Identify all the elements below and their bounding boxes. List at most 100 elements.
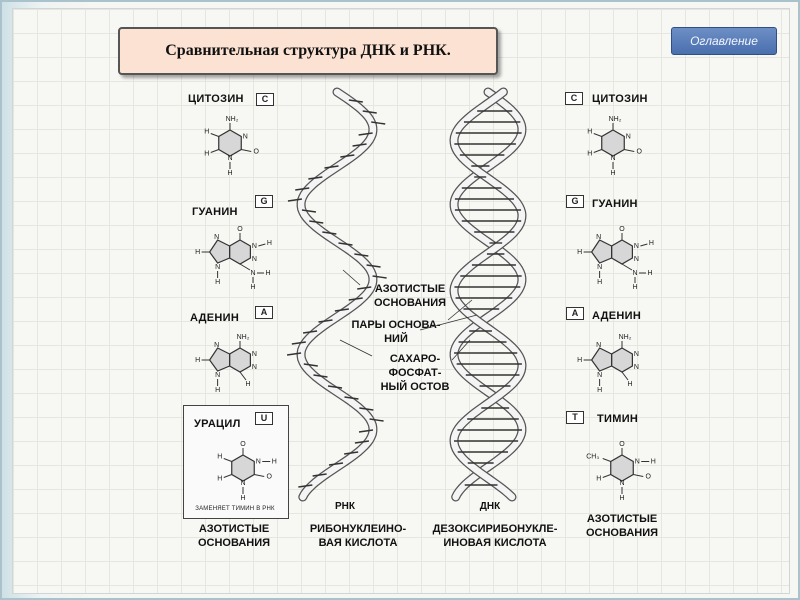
label-nitrogen-bases: АЗОТИСТЫЕ ОСНОВАНИЯ bbox=[362, 282, 458, 310]
left-base-letter-1: G bbox=[255, 195, 273, 208]
left-guanine-atom-h1: H bbox=[267, 240, 272, 247]
rna-helix-base-10 bbox=[301, 209, 317, 213]
right-base-letter-2: A bbox=[566, 307, 584, 320]
left-base-name-3: УРАЦИЛ bbox=[194, 418, 241, 430]
dna-full-label-line-2: ИНОВАЯ КИСЛОТА bbox=[443, 537, 547, 549]
rna-helix-base-9 bbox=[287, 198, 303, 202]
rna-helix-base-13 bbox=[338, 242, 353, 246]
rna-helix-base-20 bbox=[318, 319, 333, 323]
left-guanine-atom-h2b: H bbox=[250, 284, 255, 291]
right-cytosine-atom-nh2: NH₂ bbox=[609, 116, 622, 123]
right-cytosine-atom-h-left-low: H bbox=[587, 150, 592, 157]
right-thymine-atom-ch3: CH₃ bbox=[586, 453, 599, 460]
right-base-name-0: ЦИТОЗИН bbox=[592, 93, 648, 105]
right-guanine-atom-h9: H bbox=[597, 279, 602, 286]
left-guanine-atom-h2a: H bbox=[265, 270, 270, 277]
rna-short-label: РНК bbox=[335, 501, 355, 512]
left-uracil-atom-h-left-up: H bbox=[217, 453, 222, 460]
left-cytosine-bond-o bbox=[241, 149, 252, 152]
left-uracil-bond-o bbox=[254, 474, 265, 477]
rna-helix-base-19 bbox=[334, 308, 349, 312]
left-guanine-atom-h8: H bbox=[195, 249, 200, 256]
left-guanine-atom-n3: N bbox=[252, 256, 257, 263]
right-adenine-atom-nh2: NH₂ bbox=[619, 334, 632, 341]
right-adenine-atom-n1: N bbox=[634, 351, 639, 358]
left-adenine-atom-n1: N bbox=[252, 351, 257, 358]
left-adenine-atom-n9: N bbox=[215, 372, 220, 379]
slide-title: Сравнительная структура ДНК и РНК. bbox=[118, 27, 498, 75]
left-base-letter-2: A bbox=[255, 306, 273, 319]
right-base-letter-1: G bbox=[566, 195, 584, 208]
right-thymine-atom-h-bottom: H bbox=[619, 495, 624, 502]
left-cytosine-bond-h-left-low bbox=[210, 149, 219, 153]
label-nitrogen-bases-line-2: ОСНОВАНИЯ bbox=[373, 297, 447, 309]
right-base-name-3: ТИМИН bbox=[597, 413, 639, 425]
left-uracil-atom-h-bottom: H bbox=[240, 495, 245, 502]
left-cytosine-atom-o: O bbox=[254, 148, 260, 155]
right-guanine-atom-n7: N bbox=[596, 234, 601, 241]
rna-helix-base-16 bbox=[372, 275, 387, 279]
dna-full-label-line-1: ДЕЗОКСИРИБОНУКЛЕ- bbox=[432, 523, 558, 535]
left-uracil-bond-h-left-up bbox=[223, 458, 232, 462]
rna-helix-base-2 bbox=[371, 121, 386, 125]
right-adenine-ring5 bbox=[590, 347, 613, 372]
pointer-base-pairs-1 bbox=[447, 299, 473, 321]
left-guanine-atom-h9: H bbox=[215, 279, 220, 286]
left-cytosine-atom-h-left-up: H bbox=[204, 128, 209, 135]
label-backbone-line-1: САХАРО- bbox=[389, 353, 441, 365]
left-base-name-2: АДЕНИН bbox=[190, 312, 240, 324]
left-cytosine-atom-h-bottom: H bbox=[227, 170, 232, 177]
left-guanine-bond-h1 bbox=[258, 243, 266, 247]
right-guanine-ring5 bbox=[590, 239, 613, 264]
left-cytosine-atom-n1: N bbox=[243, 133, 248, 140]
dna-short-label: ДНК bbox=[479, 501, 501, 512]
rna-helix-base-0 bbox=[348, 99, 363, 103]
left-adenine-atom-h9: H bbox=[215, 387, 220, 394]
right-adenine-ring6 bbox=[611, 347, 633, 373]
right-guanine-atom-h2a: H bbox=[647, 270, 652, 277]
left-base-letter-0: C bbox=[256, 93, 274, 106]
left-guanine-atom-n7: N bbox=[214, 234, 219, 241]
rna-helix-base-22 bbox=[291, 341, 306, 345]
right-thymine-bond-ch3 bbox=[602, 458, 611, 462]
right-cytosine-atom-h-left-up: H bbox=[587, 128, 592, 135]
rna-helix-base-12 bbox=[322, 231, 337, 235]
rna-helix-base-34 bbox=[312, 473, 327, 477]
right-cytosine-atom-o: O bbox=[637, 148, 643, 155]
label-backbone-line-2: ФОСФАТ- bbox=[388, 367, 442, 379]
rna-helix-base-14 bbox=[354, 253, 369, 257]
left-guanine-atom-n1: N bbox=[252, 243, 257, 250]
label-base-pairs-line-2: НИЙ bbox=[384, 333, 408, 345]
rna-helix-base-3 bbox=[358, 132, 373, 136]
label-base-pairs: ПАРЫ ОСНОВА- НИЙ bbox=[344, 318, 448, 346]
right-footer-line-1: АЗОТИСТЫЕ bbox=[586, 513, 658, 525]
right-guanine-atom-n9: N bbox=[597, 264, 602, 271]
rna-helix-base-7 bbox=[308, 176, 323, 180]
right-cytosine-atom-n1: N bbox=[626, 133, 631, 140]
right-adenine-atom-n9: N bbox=[597, 372, 602, 379]
right-thymine-atom-o-top: O bbox=[619, 441, 625, 448]
rna-helix-base-30 bbox=[358, 429, 374, 433]
rna-helix-base-17 bbox=[357, 286, 372, 290]
left-cytosine-atom-nh2: NH₂ bbox=[226, 116, 239, 123]
right-adenine-bond-h2 bbox=[621, 371, 629, 381]
right-cytosine-atom-h-bottom: H bbox=[610, 170, 615, 177]
right-thymine-bond-o bbox=[633, 474, 644, 477]
toc-button[interactable]: Оглавление bbox=[671, 27, 777, 55]
left-adenine-ring5 bbox=[208, 347, 231, 372]
left-uracil-atom-n-bottom: N bbox=[240, 480, 245, 487]
rna-full-label-line-2: ВАЯ КИСЛОТА bbox=[318, 537, 398, 549]
right-adenine-atom-n3: N bbox=[634, 364, 639, 371]
right-cytosine-atom-n-bottom: N bbox=[610, 155, 615, 162]
right-guanine-bond-h1 bbox=[640, 243, 648, 247]
left-guanine-ring6 bbox=[229, 239, 251, 265]
right-guanine-atom-n1: N bbox=[634, 243, 639, 250]
left-uracil-atom-h-n1: H bbox=[272, 458, 277, 465]
left-cytosine-ring bbox=[218, 129, 242, 157]
dna-helix-strand-1 bbox=[450, 88, 526, 501]
right-guanine-atom-o6: O bbox=[619, 226, 625, 233]
left-footer-line-2: ОСНОВАНИЯ bbox=[197, 537, 271, 549]
pointer-backbone-2 bbox=[451, 339, 471, 361]
label-nitrogen-bases-line-1: АЗОТИСТЫЕ bbox=[374, 283, 446, 295]
